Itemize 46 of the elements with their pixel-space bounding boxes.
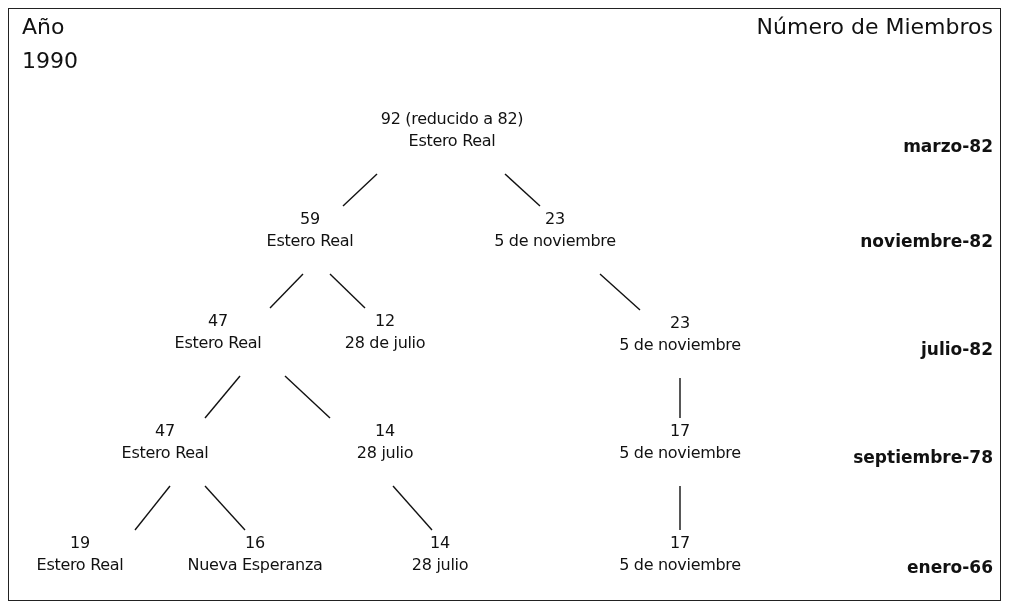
column-heading: Número de Miembros: [756, 14, 993, 39]
member-count: 23: [544, 208, 566, 230]
member-count: 92 (reducido a 82): [380, 108, 524, 130]
group-name: 28 julio: [411, 554, 469, 576]
member-count: 14: [374, 420, 396, 442]
group-name: Estero Real: [174, 332, 262, 354]
group-name: Estero Real: [121, 442, 209, 464]
group-name: 5 de noviembre: [494, 230, 616, 252]
group-name: Estero Real: [36, 554, 124, 576]
group-name: 5 de noviembre: [619, 554, 741, 576]
group-name: Estero Real: [407, 130, 497, 152]
connector-line: [392, 485, 433, 531]
member-count: 12: [374, 310, 396, 332]
connector-line: [342, 173, 378, 207]
member-count: 47: [154, 420, 176, 442]
group-name: 28 julio: [356, 442, 414, 464]
date-label: noviembre-82: [860, 231, 993, 251]
year-heading: 1990: [22, 48, 78, 73]
group-name: Estero Real: [266, 230, 354, 252]
group-name: Nueva Esperanza: [187, 554, 323, 576]
connector-line: [679, 485, 681, 531]
connector-line: [599, 273, 641, 311]
year-heading: Año: [22, 14, 65, 39]
member-count: 47: [207, 310, 229, 332]
connector-line: [204, 485, 246, 531]
connector-line: [679, 377, 681, 419]
date-label: septiembre-78: [853, 447, 993, 467]
connector-line: [269, 273, 304, 309]
member-count: 17: [669, 532, 691, 554]
connector-line: [504, 173, 541, 207]
member-count: 59: [299, 208, 321, 230]
member-count: 17: [669, 420, 691, 442]
member-count: 14: [429, 532, 451, 554]
date-label: marzo-82: [903, 136, 993, 156]
group-name: 28 de julio: [344, 332, 426, 354]
date-label: enero-66: [907, 557, 993, 577]
connector-line: [329, 273, 366, 309]
member-count: 19: [69, 532, 91, 554]
member-count: 23: [669, 312, 691, 334]
connector-line: [284, 375, 331, 419]
member-count: 16: [244, 532, 266, 554]
connector-line: [204, 375, 241, 419]
date-label: julio-82: [921, 339, 993, 359]
group-name: 5 de noviembre: [619, 442, 741, 464]
connector-line: [134, 485, 171, 531]
group-name: 5 de noviembre: [619, 334, 741, 356]
